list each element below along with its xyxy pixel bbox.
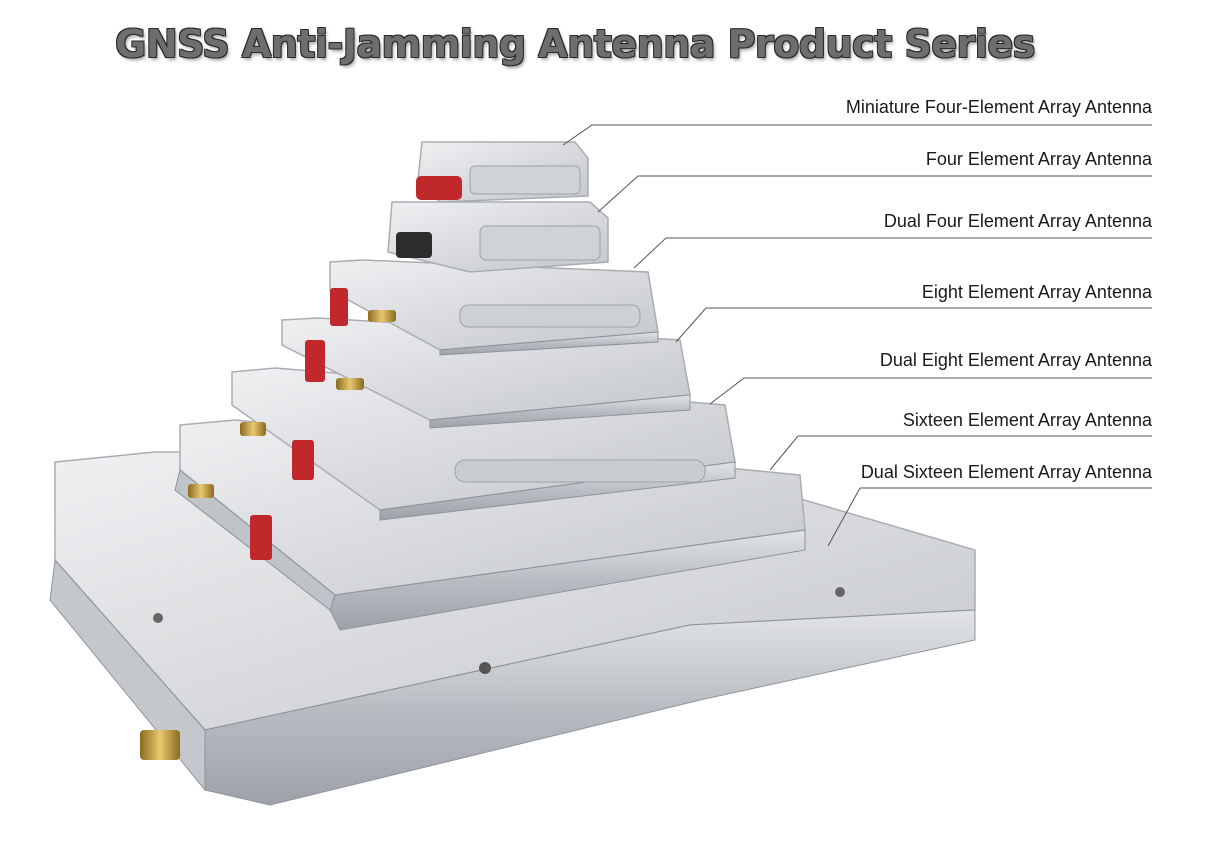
miniature-four-element-antenna [416, 141, 589, 203]
page-title: GNSS Anti-Jamming Antenna Product Series [115, 22, 1035, 66]
label-dual-four-element: Dual Four Element Array Antenna [883, 211, 1152, 231]
label-sixteen-element: Sixteen Element Array Antenna [902, 410, 1152, 430]
label-eight-element: Eight Element Array Antenna [921, 282, 1152, 302]
label-four-element: Four Element Array Antenna [925, 149, 1152, 169]
four-element-antenna [387, 201, 609, 273]
label-dual-sixteen-element: Dual Sixteen Element Array Antenna [860, 462, 1152, 482]
dual-four-element-antenna [329, 259, 659, 356]
leader-lines [562, 124, 1152, 547]
label-dual-eight-element: Dual Eight Element Array Antenna [879, 350, 1152, 370]
label-miniature-four-element: Miniature Four-Element Array Antenna [845, 97, 1152, 117]
